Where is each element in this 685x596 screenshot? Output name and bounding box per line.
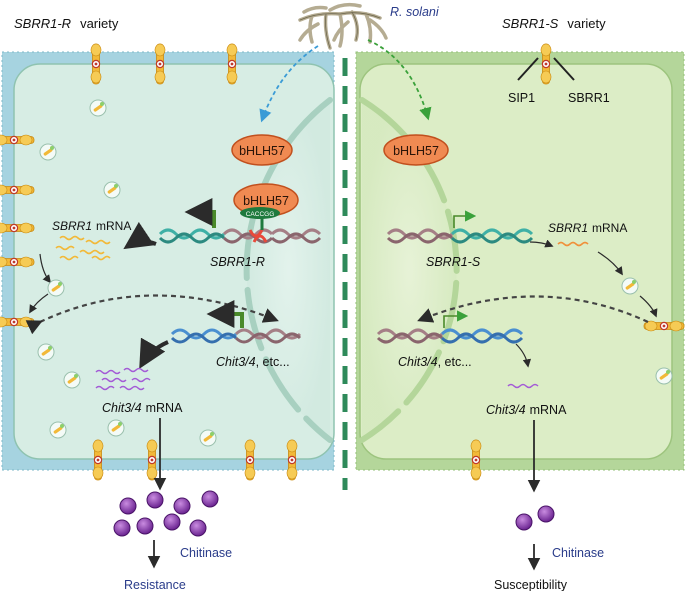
svg-text:bHLH57: bHLH57 — [239, 144, 285, 158]
left-feedback-arrow — [25, 294, 279, 335]
right-cell — [355, 51, 685, 471]
right-gene-label: SBRR1-S — [426, 255, 481, 269]
right-chit-mrna-squiggle — [507, 383, 539, 389]
r-solani-hyphae — [298, 2, 388, 50]
left-chitinase-label: Chitinase — [180, 546, 232, 560]
right-sbrr1-transcription-arrow — [453, 210, 477, 228]
right-outcome-label: Susceptibility — [494, 578, 568, 591]
left-sbrr1-mrna-squiggles — [55, 235, 111, 261]
left-chit-transcription-arrow — [206, 300, 244, 328]
left-sbrr1-dna — [158, 218, 322, 244]
left-mrna-export-arrow — [123, 221, 157, 250]
left-bhlh57-bound: bHLH57 CACCGG — [233, 183, 299, 219]
svg-text:bHLH57: bHLH57 — [393, 144, 439, 158]
left-chit-dna — [170, 328, 302, 344]
left-outcome-label: Resistance — [124, 578, 186, 591]
left-bhlh57-cytoplasm: bHLH57 — [231, 134, 293, 166]
sip1-sbrr1-complex — [517, 57, 575, 81]
right-chitinase-label: Chitinase — [552, 546, 604, 560]
signal-arrow-right — [367, 39, 432, 121]
left-chit-mrna-squiggles — [95, 367, 151, 391]
pathogen-label: R. solani — [390, 5, 440, 19]
right-bhlh57-cytoplasm: bHLH57 — [383, 134, 449, 166]
left-gene-label: SBRR1-R — [210, 255, 265, 269]
cis-motif-label: CACCGG — [246, 211, 275, 218]
right-sbrr1-mrna-squiggle — [557, 241, 589, 247]
right-chit-gene-label: Chit3/4, etc... — [398, 355, 472, 369]
left-chit-gene-label: Chit3/4, etc... — [216, 355, 290, 369]
right-sbrr1-dna — [386, 228, 534, 244]
left-sbrr1-transcription-arrow — [184, 198, 216, 228]
sip1-label: SIP1 — [508, 91, 535, 105]
left-chitinase-molecules — [113, 490, 219, 537]
signal-arrow-left — [259, 45, 319, 123]
right-chitinase-molecules — [515, 505, 555, 531]
right-chit-dna — [376, 328, 524, 344]
right-vesicles — [655, 367, 673, 385]
sbrr1-label: SBRR1 — [568, 91, 610, 105]
right-feedback-arrow — [417, 295, 649, 323]
svg-text:bHLH57: bHLH57 — [243, 194, 289, 208]
right-chit-transcription-arrow — [443, 310, 469, 328]
